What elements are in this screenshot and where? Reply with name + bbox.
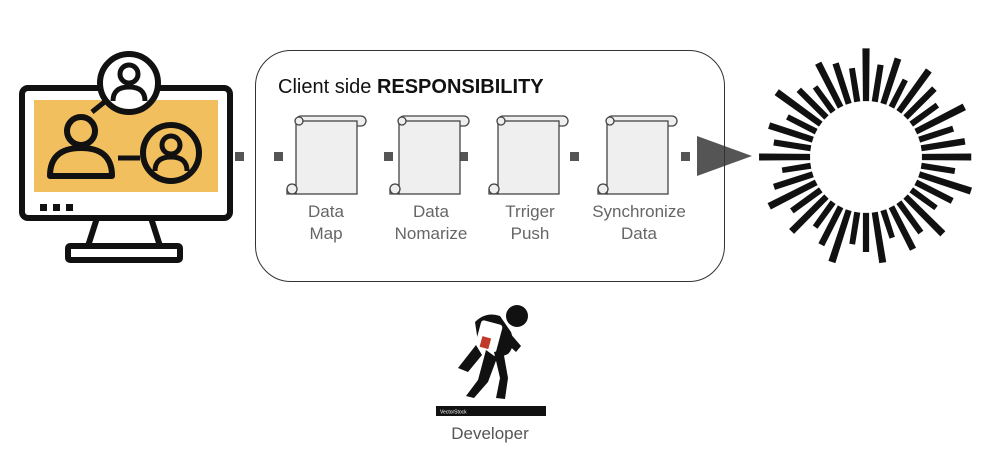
sunburst-ray [796,87,829,120]
sunburst-ray [903,194,946,237]
sunburst-ray [871,211,887,264]
sunburst-ray [896,68,932,114]
sunburst-ray [773,139,812,152]
sunburst-ray [896,200,924,235]
scroll-icons [286,115,678,195]
step-label-4: Synchronize Data [579,201,699,245]
step-line2: Nomarize [394,224,468,243]
sunburst-ray [848,67,861,103]
sunburst-ray [812,200,836,229]
vectorstock-text: VectorStock [440,410,467,416]
step-label-3: Trriger Push [470,201,590,245]
box-title: Client side RESPONSIBILITY [278,76,544,99]
sunburst-ray [888,205,917,251]
sunburst-ray [781,162,812,174]
scroll-icon [286,115,367,195]
sunburst-ray [921,153,972,161]
vectorstock-banner [436,406,546,416]
sunburst-ray [918,171,973,195]
sunburst-ray [920,138,966,152]
scroll-icon [389,115,470,195]
sunburst-ray [774,89,823,127]
sunburst-ray [909,187,938,211]
client-responsibility-box [255,50,725,282]
sunburst-ray [812,85,836,114]
sunburst-ray [768,122,814,143]
sunburst-ray [880,57,902,105]
developer-label: Developer [451,424,529,443]
sunburst-ray [862,212,870,253]
sunburst-ray [832,62,852,105]
sunburst-ray [849,211,861,245]
sunburst-ray [903,86,937,120]
sunburst-ray [759,153,811,161]
title-bold: RESPONSIBILITY [376,76,544,98]
step-label-1: Data Map [266,201,386,245]
monitor-users-icon [19,51,233,263]
sunburst-logo-icon [759,48,973,264]
developer-figure-icon [458,305,528,399]
sunburst-ray [888,78,908,109]
sunburst-ray [767,179,818,210]
sunburst-ray [786,114,818,135]
sunburst-ray [920,162,956,175]
sunburst-ray [828,209,852,264]
sunburst-ray [790,187,823,214]
step-line2: Data [621,224,657,243]
sunburst-ray [880,209,895,239]
scroll-icon [597,115,678,195]
sunburst-ray [909,102,940,127]
sunburst-ray [914,179,954,204]
step-line1: Trriger [505,202,555,221]
sunburst-ray [871,64,884,103]
sunburst-ray [815,61,844,109]
step-line1: Data [308,202,344,221]
step-line1: Data [413,202,449,221]
step-line1: Synchronize [592,202,686,221]
sunburst-ray [914,103,966,135]
step-line2: Map [309,224,343,243]
step-line2: Push [510,224,550,243]
scroll-icon [488,115,569,195]
sunburst-ray [862,48,870,102]
sunburst-ray [773,171,814,190]
sunburst-ray [918,125,955,143]
step-label-2: Data Nomarize [371,201,491,245]
title-prefix: Client side [278,76,377,98]
dashed-connector [235,152,690,161]
sunburst-ray [818,205,844,247]
sunburst-ray [789,194,829,234]
